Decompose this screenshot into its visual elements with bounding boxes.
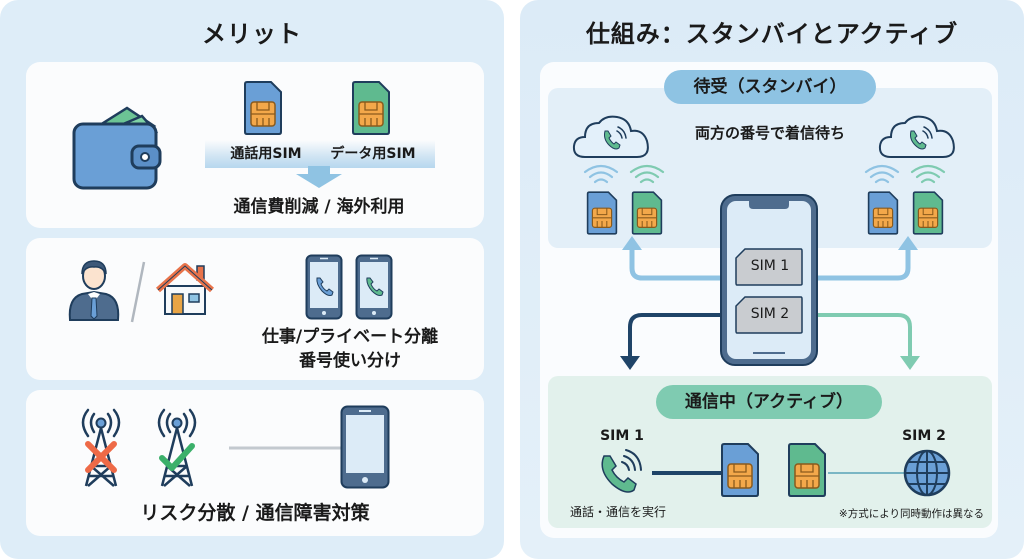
wallet-icon xyxy=(72,106,162,190)
sim-blue-icon xyxy=(586,191,618,235)
work-phone-icon xyxy=(305,254,343,320)
active-sim-blue-icon xyxy=(721,443,759,497)
standby-badge: 待受（スタンバイ） xyxy=(664,70,876,104)
cloud-call-icon-left xyxy=(572,115,649,158)
sim-green-icon xyxy=(631,191,663,235)
sim-blue-icon xyxy=(867,191,899,235)
businessman-icon xyxy=(68,260,120,321)
risk-result: リスク分散 / 通信障害対策 xyxy=(140,502,370,524)
active-sim1-label: SIM 1 xyxy=(600,428,644,444)
tower-down-icon xyxy=(81,408,121,487)
voice-sim-icon xyxy=(244,81,282,135)
house-icon xyxy=(156,263,214,315)
sim-slot-1 xyxy=(735,248,803,286)
signal-icon xyxy=(583,164,619,184)
data-sim-icon xyxy=(352,81,390,135)
arrow-down-right xyxy=(900,356,920,370)
sim-slot-2 xyxy=(735,296,803,334)
risk-card xyxy=(26,390,484,536)
active-note: ※方式により同時動作は異なる xyxy=(838,508,984,520)
sim-gradient-band xyxy=(205,140,435,168)
work-private-line2: 番号使い分け xyxy=(299,351,401,371)
active-sim2-label: SIM 2 xyxy=(902,428,946,444)
arrow-up-left xyxy=(622,236,642,250)
tower-up-icon xyxy=(157,408,197,487)
active-badge: 通信中（アクティブ） xyxy=(656,385,882,419)
down-arrow-icon xyxy=(296,166,342,188)
arrow-down-left xyxy=(620,356,640,370)
slash-divider xyxy=(130,261,146,323)
active-sim-green-icon xyxy=(788,443,826,497)
active-action-caption: 通話・通信を実行 xyxy=(570,505,667,519)
cost-saving-result: 通信費削減 / 海外利用 xyxy=(233,197,405,217)
signal-icon xyxy=(910,164,946,184)
private-phone-icon xyxy=(355,254,393,320)
sim-slot-1-label: SIM 1 xyxy=(750,258,790,274)
merits-title: メリット xyxy=(202,20,302,48)
arrow-up-right xyxy=(898,236,918,250)
mechanism-title: 仕組み：スタンバイとアクティブ xyxy=(585,20,959,48)
cloud-call-icon-right xyxy=(878,115,955,158)
signal-icon xyxy=(629,164,665,184)
phone-call-icon xyxy=(601,449,642,493)
work-private-line1: 仕事/プライベート分離 xyxy=(261,327,439,347)
connection-line xyxy=(229,446,341,450)
globe-icon xyxy=(903,449,951,497)
voice-sim-label: 通話用SIM xyxy=(230,146,302,162)
signal-icon xyxy=(864,164,900,184)
smartphone-icon xyxy=(340,405,390,489)
sim-green-icon xyxy=(912,191,944,235)
standby-caption: 両方の番号で着信待ち xyxy=(694,124,845,142)
sim-slot-2-label: SIM 2 xyxy=(750,306,790,322)
data-sim-label: データ用SIM xyxy=(330,146,416,162)
